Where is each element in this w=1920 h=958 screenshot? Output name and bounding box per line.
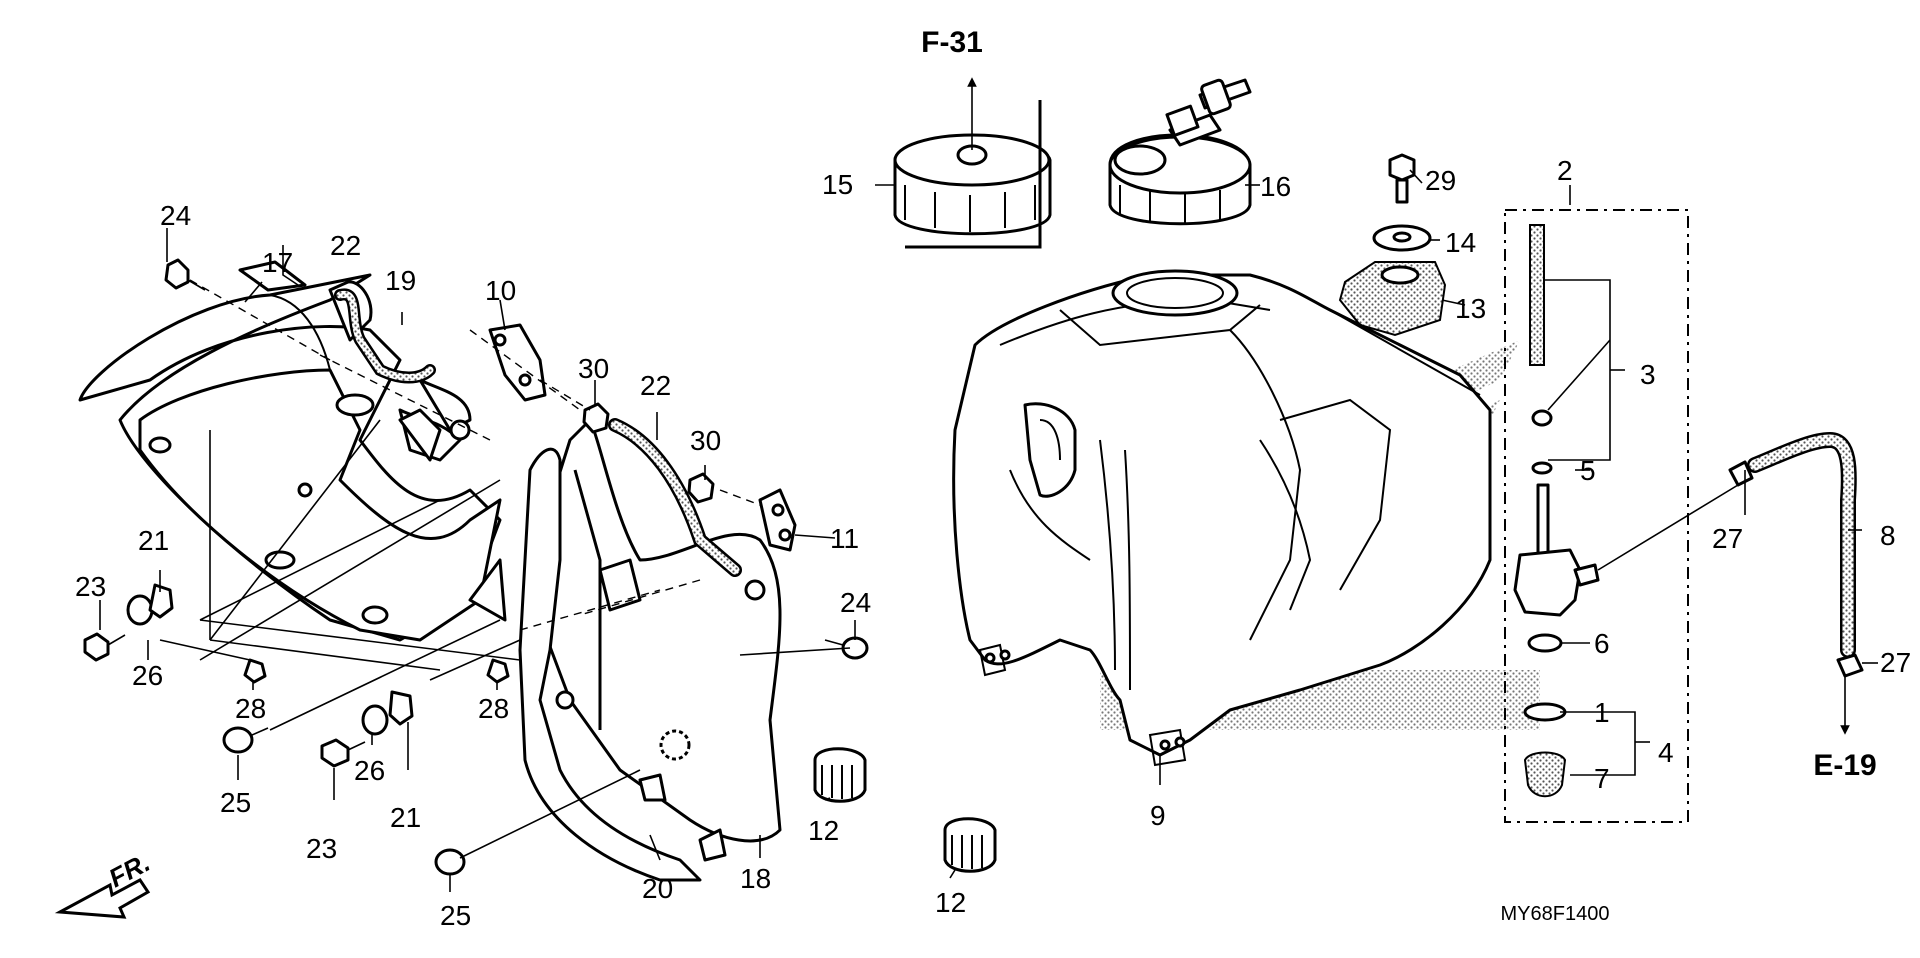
rubber-mount-12-a <box>813 747 867 803</box>
washer-14 <box>1372 224 1432 252</box>
callout-10: 10 <box>485 275 516 306</box>
callout-leaders <box>99 169 1878 892</box>
callout-13: 13 <box>1455 293 1486 324</box>
callout-23-b: 23 <box>306 833 337 864</box>
diagram-code: MY68F1400 <box>1501 903 1610 925</box>
callout-21-b: 21 <box>390 802 421 833</box>
callout-8: 8 <box>1880 520 1896 551</box>
callout-19: 19 <box>385 265 416 296</box>
callout-3: 3 <box>1640 359 1656 390</box>
callout-27-a: 27 <box>1712 523 1743 554</box>
callout-30-a: 30 <box>578 353 609 384</box>
callout-4: 4 <box>1658 737 1674 768</box>
reference-e19: E-19 <box>1813 749 1876 782</box>
callout-17: 17 <box>262 247 293 278</box>
hose-22-left <box>334 288 436 384</box>
right-shroud-assembly <box>518 418 782 882</box>
rubber-mount-12-b <box>943 817 997 873</box>
callout-24-a: 24 <box>160 200 191 231</box>
callout-1: 1 <box>1594 697 1610 728</box>
callout-12-a: 12 <box>808 815 839 846</box>
callout-26-a: 26 <box>132 660 163 691</box>
callout-28-a: 28 <box>235 693 266 724</box>
callout-16: 16 <box>1260 171 1291 202</box>
callout-numbers: 1 2 3 4 5 6 7 8 9 10 11 12 12 13 14 15 1… <box>75 155 1911 931</box>
fuel-valve-assembly-2 <box>1504 209 1689 823</box>
fuel-tank-9 <box>952 269 1492 767</box>
callout-25-a: 25 <box>220 787 251 818</box>
callout-28-b: 28 <box>478 693 509 724</box>
fasteners <box>83 258 869 876</box>
callout-27-b: 27 <box>1880 647 1911 678</box>
callout-9: 9 <box>1150 800 1166 831</box>
callout-2: 2 <box>1557 155 1573 186</box>
callout-24-b: 24 <box>840 587 871 618</box>
callout-29: 29 <box>1425 165 1456 196</box>
callout-18: 18 <box>740 863 771 894</box>
callout-23-a: 23 <box>75 571 106 602</box>
fuel-cap-15 <box>893 77 1052 236</box>
callout-7: 7 <box>1594 763 1610 794</box>
bracket-11 <box>758 488 797 552</box>
callout-26-b: 26 <box>354 755 385 786</box>
reference-f31: F-31 <box>921 26 983 59</box>
callout-11: 11 <box>830 523 859 554</box>
fuel-line-8 <box>1597 431 1864 735</box>
bracket-10 <box>488 323 547 402</box>
hose-22 <box>608 418 742 577</box>
assembly-leaders <box>159 279 851 859</box>
callout-22-b: 22 <box>640 370 671 401</box>
callout-14: 14 <box>1445 227 1476 258</box>
callout-25-b: 25 <box>440 900 471 931</box>
callout-22-a: 22 <box>330 230 361 261</box>
callout-20: 20 <box>642 873 673 904</box>
left-shroud-assembly <box>78 260 507 642</box>
callout-6: 6 <box>1594 628 1610 659</box>
callout-21-a: 21 <box>138 525 169 556</box>
front-direction-indicator: FR. <box>54 847 155 919</box>
callout-5: 5 <box>1580 455 1596 486</box>
mount-13 <box>1338 261 1447 337</box>
callout-12-b: 12 <box>935 887 966 918</box>
callout-30-b: 30 <box>690 425 721 456</box>
locking-fuel-cap-16 <box>1108 78 1252 226</box>
cap-divider <box>905 100 1042 249</box>
callout-15: 15 <box>822 169 853 200</box>
bolt-29 <box>1388 153 1416 204</box>
